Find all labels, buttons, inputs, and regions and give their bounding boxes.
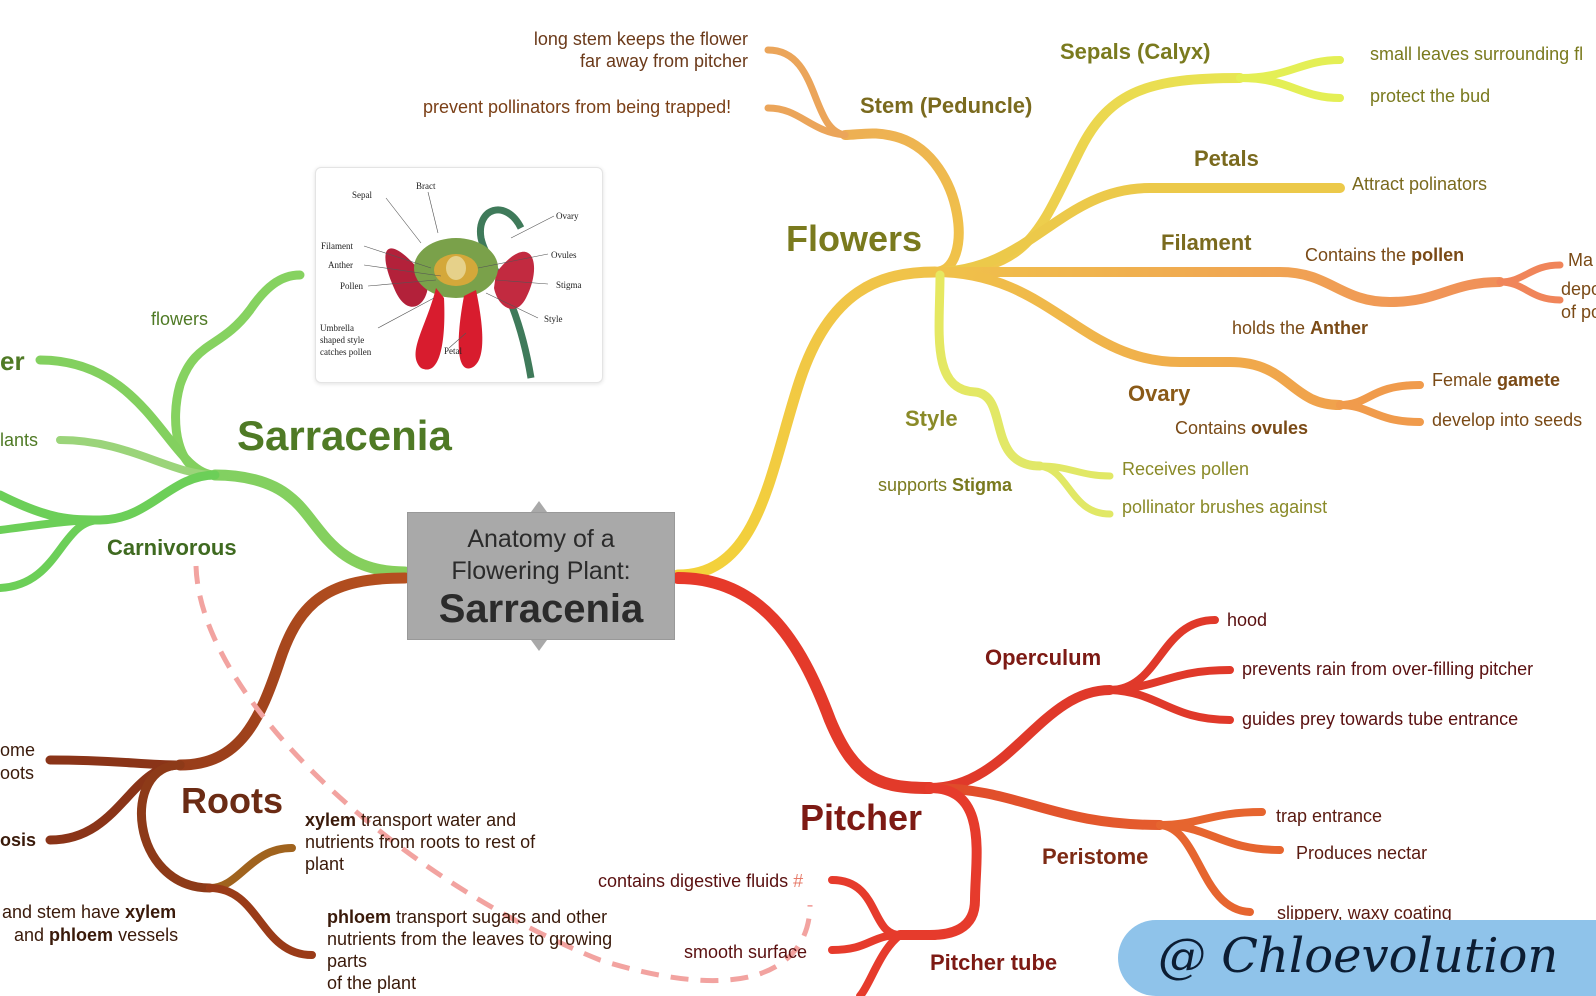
filament-note-text: Contains the [1305,245,1412,265]
xylem-note-line-2: nutrients from roots to rest of [305,832,536,852]
hood-note[interactable]: hood [1227,610,1268,630]
topic-filament[interactable]: Filament [1161,230,1252,255]
topic-petals[interactable]: Petals [1194,146,1259,171]
stem-note-1[interactable]: long stem keeps the flower [533,29,748,49]
topic-pitcher[interactable]: Pitcher [800,797,923,838]
partial-oots[interactable]: oots [0,763,35,783]
partial-of-po[interactable]: of po [1561,302,1596,322]
central-notch-bottom [531,640,547,651]
pollinator-brushes-note[interactable]: pollinator brushes against [1122,497,1328,517]
anther-note-bold: Anther [1310,318,1369,338]
sarracenia-flowers-note[interactable]: flowers [151,309,209,329]
topic-pitcher-tube[interactable]: Pitcher tube [930,950,1058,975]
hash-marker-icon: # [793,871,804,891]
phloem-line-1: transport sugars and other [391,907,608,927]
slippery-note[interactable]: slippery, waxy coating [1277,903,1452,923]
sepals-note-2[interactable]: protect the bud [1370,86,1491,106]
figure-label-pollen: Pollen [340,281,364,291]
sepals-note-1[interactable]: small leaves surrounding fl [1370,44,1584,64]
central-line-2: Flowering Plant: [451,557,631,585]
rain-note[interactable]: prevents rain from over-filling pitcher [1242,659,1534,679]
anther-note[interactable]: holds the Anther [1232,318,1368,339]
topic-style[interactable]: Style [905,406,958,431]
vessels-note-line-1[interactable]: and stem have xylem [2,902,176,923]
ovary-note-text: Contains [1175,418,1252,438]
figure-label-sepal: Sepal [352,190,372,200]
female-note-text: Female [1432,370,1498,390]
central-topic[interactable]: Anatomy of a Flowering Plant: Sarracenia [407,512,675,640]
digestive-note[interactable]: contains digestive fluids # [598,871,803,892]
figure-label-style: Style [544,314,563,324]
vessels-text-2: and [14,925,50,945]
vessels-text-1: and stem have [2,902,126,922]
topic-carnivorous[interactable]: Carnivorous [107,535,237,560]
partial-lants[interactable]: lants [0,430,39,450]
figure-label-ovules: Ovules [551,250,577,260]
central-line-1: Anatomy of a [467,525,615,553]
ovary-note-bold: ovules [1251,418,1309,438]
vessels-note-line-2[interactable]: and phloem vessels [14,925,178,946]
trap-entrance-note[interactable]: trap entrance [1276,806,1383,826]
flower-diagram-image[interactable]: Sepal Bract Ovary Filament Ovules Anther… [315,167,603,383]
style-note-text: supports [878,475,953,495]
figure-label-ovary: Ovary [556,211,579,221]
phloem-note-line-4: of the plant [327,973,417,993]
xylem-note[interactable]: xylem transport water and [305,810,516,831]
topic-operculum[interactable]: Operculum [985,645,1102,670]
smooth-surface-note[interactable]: smooth surface [684,942,808,962]
figure-label-umbrella: Umbrella [320,323,354,333]
vessels-bold-1: xylem [125,902,177,922]
vessels-bold-2: phloem [49,925,114,945]
stem-note-3[interactable]: prevent pollinators from being trapped! [423,97,732,117]
xylem-note-line-3: plant [305,854,345,874]
phloem-bold: phloem [327,907,392,927]
nectar-note[interactable]: Produces nectar [1296,843,1428,863]
xylem-line-1: transport water and [356,810,517,830]
topic-ovary[interactable]: Ovary [1128,381,1191,406]
partial-er[interactable]: er [0,346,25,376]
figure-label-catches-pollen: catches pollen [320,347,372,357]
petals-note[interactable]: Attract polinators [1352,174,1488,194]
filament-note-bold: pollen [1411,245,1465,265]
figure-label-bract: Bract [416,181,436,191]
topic-stem[interactable]: Stem (Peduncle) [860,93,1033,118]
stem-note-2[interactable]: far away from pitcher [579,51,748,71]
figure-label-shaped-style: shaped style [320,335,365,345]
figure-label-petal: Petal [444,346,462,356]
phloem-note-line-2: nutrients from the leaves to growing [327,929,613,949]
receives-pollen-note[interactable]: Receives pollen [1122,459,1250,479]
filament-note[interactable]: Contains the pollen [1305,245,1464,266]
figure-label-stigma: Stigma [556,280,582,290]
partial-osis[interactable]: osis [0,830,37,850]
style-note-bold: Stigma [952,475,1013,495]
develop-seeds-note[interactable]: develop into seeds [1432,410,1583,430]
central-title: Sarracenia [438,587,644,631]
topic-sepals[interactable]: Sepals (Calyx) [1060,39,1211,64]
flower-illustration [363,191,555,379]
anther-note-text: holds the [1232,318,1311,338]
watermark-banner: @ Chloevolution [1118,920,1596,996]
ovary-note[interactable]: Contains ovules [1175,418,1308,439]
digestive-text: contains digestive fluids [598,871,789,891]
partial-ome[interactable]: ome [0,740,36,760]
partial-ma[interactable]: Ma [1568,250,1594,270]
phloem-note[interactable]: phloem transport sugars and other [327,907,607,928]
central-notch-top [531,501,547,512]
guides-note[interactable]: guides prey towards tube entrance [1242,709,1519,729]
style-note[interactable]: supports Stigma [878,475,1012,496]
topic-roots[interactable]: Roots [181,780,283,821]
topic-peristome[interactable]: Peristome [1042,844,1149,869]
watermark-text: @ Chloevolution [1158,928,1559,984]
female-note-bold: gamete [1497,370,1561,390]
phloem-note-line-3: parts [327,951,368,971]
figure-label-anther: Anther [328,260,353,270]
topic-sarracenia[interactable]: Sarracenia [237,412,452,459]
figure-label-filament: Filament [321,241,353,251]
topic-flowers[interactable]: Flowers [786,218,923,259]
xylem-bold: xylem [305,810,357,830]
vessels-text-3: vessels [113,925,179,945]
female-gamete-note[interactable]: Female gamete [1432,370,1560,391]
